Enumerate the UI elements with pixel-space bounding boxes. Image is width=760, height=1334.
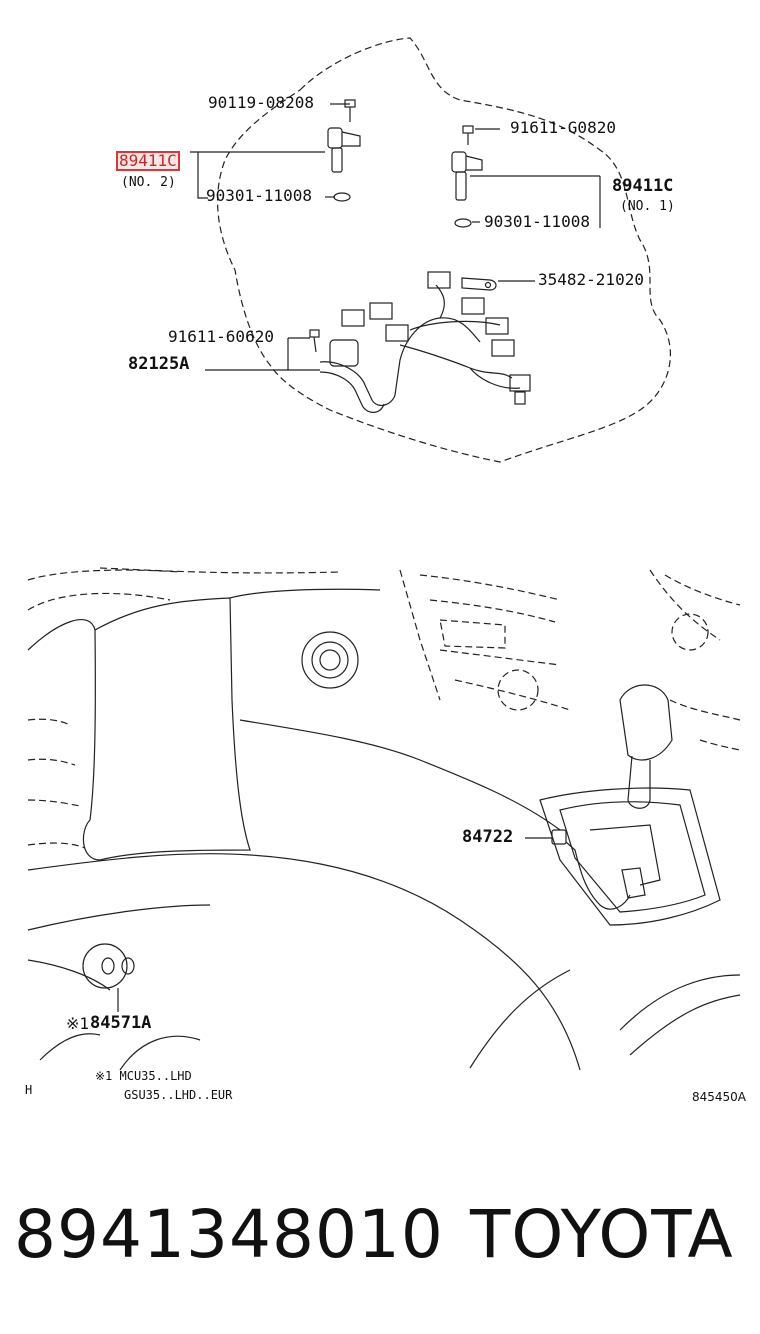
callout-washer-a: 90301-11008 <box>206 186 312 205</box>
callout-bolt-b: 91611-G0820 <box>510 118 616 137</box>
washer-icon <box>333 192 351 202</box>
callout-knob: 84571A <box>90 1013 152 1033</box>
washer-icon <box>454 218 472 228</box>
cam-sensor-no1-icon <box>451 151 483 201</box>
control-knob-icon <box>82 943 135 1012</box>
clamp-icon <box>461 277 497 291</box>
part-number: 8941348010 <box>14 1196 444 1273</box>
speaker-icon <box>301 631 359 689</box>
switch-icon <box>551 829 646 910</box>
note-line-1: ※1 MCU35..LHD <box>95 1069 192 1083</box>
callout-knob-prefix: ※1 <box>66 1014 90 1033</box>
note-line-2: GSU35..LHD..EUR <box>124 1088 233 1102</box>
brand-name: TOYOTA <box>470 1196 734 1273</box>
bolt-icon <box>309 329 320 353</box>
callout-bolt-c: 91611-60620 <box>168 327 274 346</box>
engine-outline <box>216 37 671 463</box>
callout-sensor-no2-note: (NO. 2) <box>121 175 176 190</box>
bolt-icon <box>344 99 356 122</box>
wire-harness-icon <box>319 271 531 413</box>
callout-harness: 82125A <box>128 354 190 374</box>
callout-bolt-a: 90119-08208 <box>208 93 314 112</box>
callout-clamp: 35482-21020 <box>538 270 644 289</box>
top-diagram <box>190 37 671 463</box>
bottom-diagram <box>27 567 741 1071</box>
callout-switch: 84722 <box>462 827 514 847</box>
bolt-icon <box>462 125 474 145</box>
callout-sensor-no2[interactable]: 89411C <box>116 151 180 171</box>
callout-washer-b: 90301-11008 <box>484 212 590 231</box>
callout-sensor-no1: 89411C <box>612 176 674 196</box>
shift-knob-icon <box>619 684 673 809</box>
figure-id: 845450A <box>692 1090 747 1104</box>
cam-sensor-no2-icon <box>327 127 361 173</box>
callout-sensor-no1-note: (NO. 1) <box>620 199 675 214</box>
corner-mark: H <box>25 1083 33 1097</box>
